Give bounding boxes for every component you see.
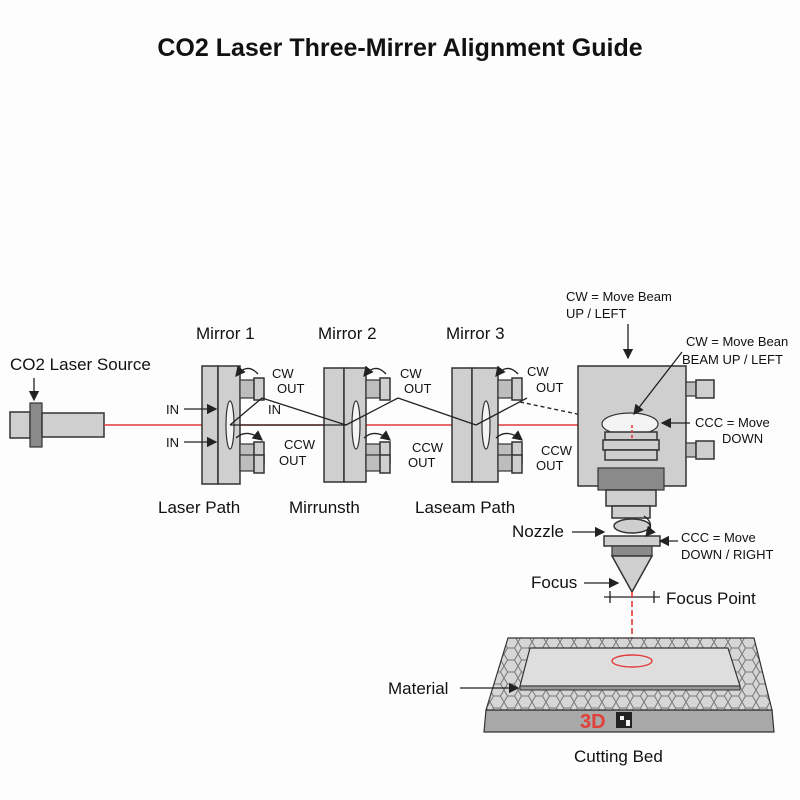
mirror-2-mount	[323, 367, 391, 483]
nozzle-ccc-line1: CCC = Move	[681, 530, 756, 545]
head-cw-right-line1: CW = Move Bean	[686, 334, 788, 349]
head-cw-top-line1: CW = Move Beam	[566, 289, 672, 304]
watermark-logo: 3D	[580, 711, 606, 733]
nozzle-ccc-line2: DOWN / RIGHT	[681, 547, 773, 562]
mirror-3-cw-arrow	[495, 365, 519, 378]
beam-path-lines	[229, 397, 626, 426]
head-cw-right-line2: BEAM UP / LEFT	[682, 352, 783, 367]
mirror-2-ccw: CCW	[412, 440, 444, 455]
laser-head	[577, 365, 715, 519]
mirror-2-caption: Mirrunsth	[289, 498, 360, 517]
laser-source-label: CO2 Laser Source	[10, 355, 151, 374]
mirror-1-mount	[201, 365, 265, 485]
mirror-1-cw-arrow	[235, 365, 259, 378]
head-cw-top-line2: UP / LEFT	[566, 306, 627, 321]
nozzle	[603, 518, 661, 594]
focus-label: Focus	[531, 573, 577, 592]
page-title: CO2 Laser Three-Mirrer Alignment Guide	[157, 34, 642, 62]
mirror-1-caption: Laser Path	[158, 498, 240, 517]
mirror-2-ccw-arrow	[363, 430, 392, 441]
head-ccc-line1: CCC = Move	[695, 415, 770, 430]
laser-source	[9, 402, 105, 448]
mirror-1-in-top: IN	[166, 402, 179, 417]
head-ccc-line2: DOWN	[722, 431, 763, 446]
mirror-2-out-bottom: OUT	[408, 455, 436, 470]
mirror-3-caption: Laseam Path	[415, 498, 515, 517]
mirror-1-in-right: IN	[268, 402, 281, 417]
mirror-1-ccw-arrow	[235, 430, 264, 441]
mirror-2-title: Mirror 2	[318, 324, 377, 343]
mirror-3-out-top: OUT	[536, 380, 564, 395]
focus-point-label: Focus Point	[666, 589, 756, 608]
head-cw-right-arrow	[633, 351, 683, 416]
mirror-1-ccw: CCW	[284, 437, 316, 452]
mirror-3-ccw-arrow	[495, 430, 524, 441]
mirror-1-out-bottom: OUT	[279, 453, 307, 468]
mirror-1-out-top: OUT	[277, 381, 305, 396]
mirror-1-title: Mirror 1	[196, 324, 255, 343]
mirror-3-ccw: CCW	[541, 443, 573, 458]
mirror-2-cw-arrow	[363, 365, 387, 378]
mirror-1-in-bottom: IN	[166, 435, 179, 450]
material-sheet	[519, 647, 741, 691]
mirror-3-title: Mirror 3	[446, 324, 505, 343]
mirror-2-cw: CW	[400, 366, 422, 381]
nozzle-ccc-arrow	[643, 515, 656, 537]
mirror-1-cw: CW	[272, 366, 294, 381]
mirror-3-out-bottom: OUT	[536, 458, 564, 473]
cutting-bed-caption: Cutting Bed	[574, 747, 663, 766]
nozzle-label: Nozzle	[512, 522, 564, 541]
mirror-3-cw: CW	[527, 364, 549, 379]
mirror-2-out-top: OUT	[404, 381, 432, 396]
material-label: Material	[388, 679, 448, 698]
watermark-logo-mark	[616, 712, 632, 728]
